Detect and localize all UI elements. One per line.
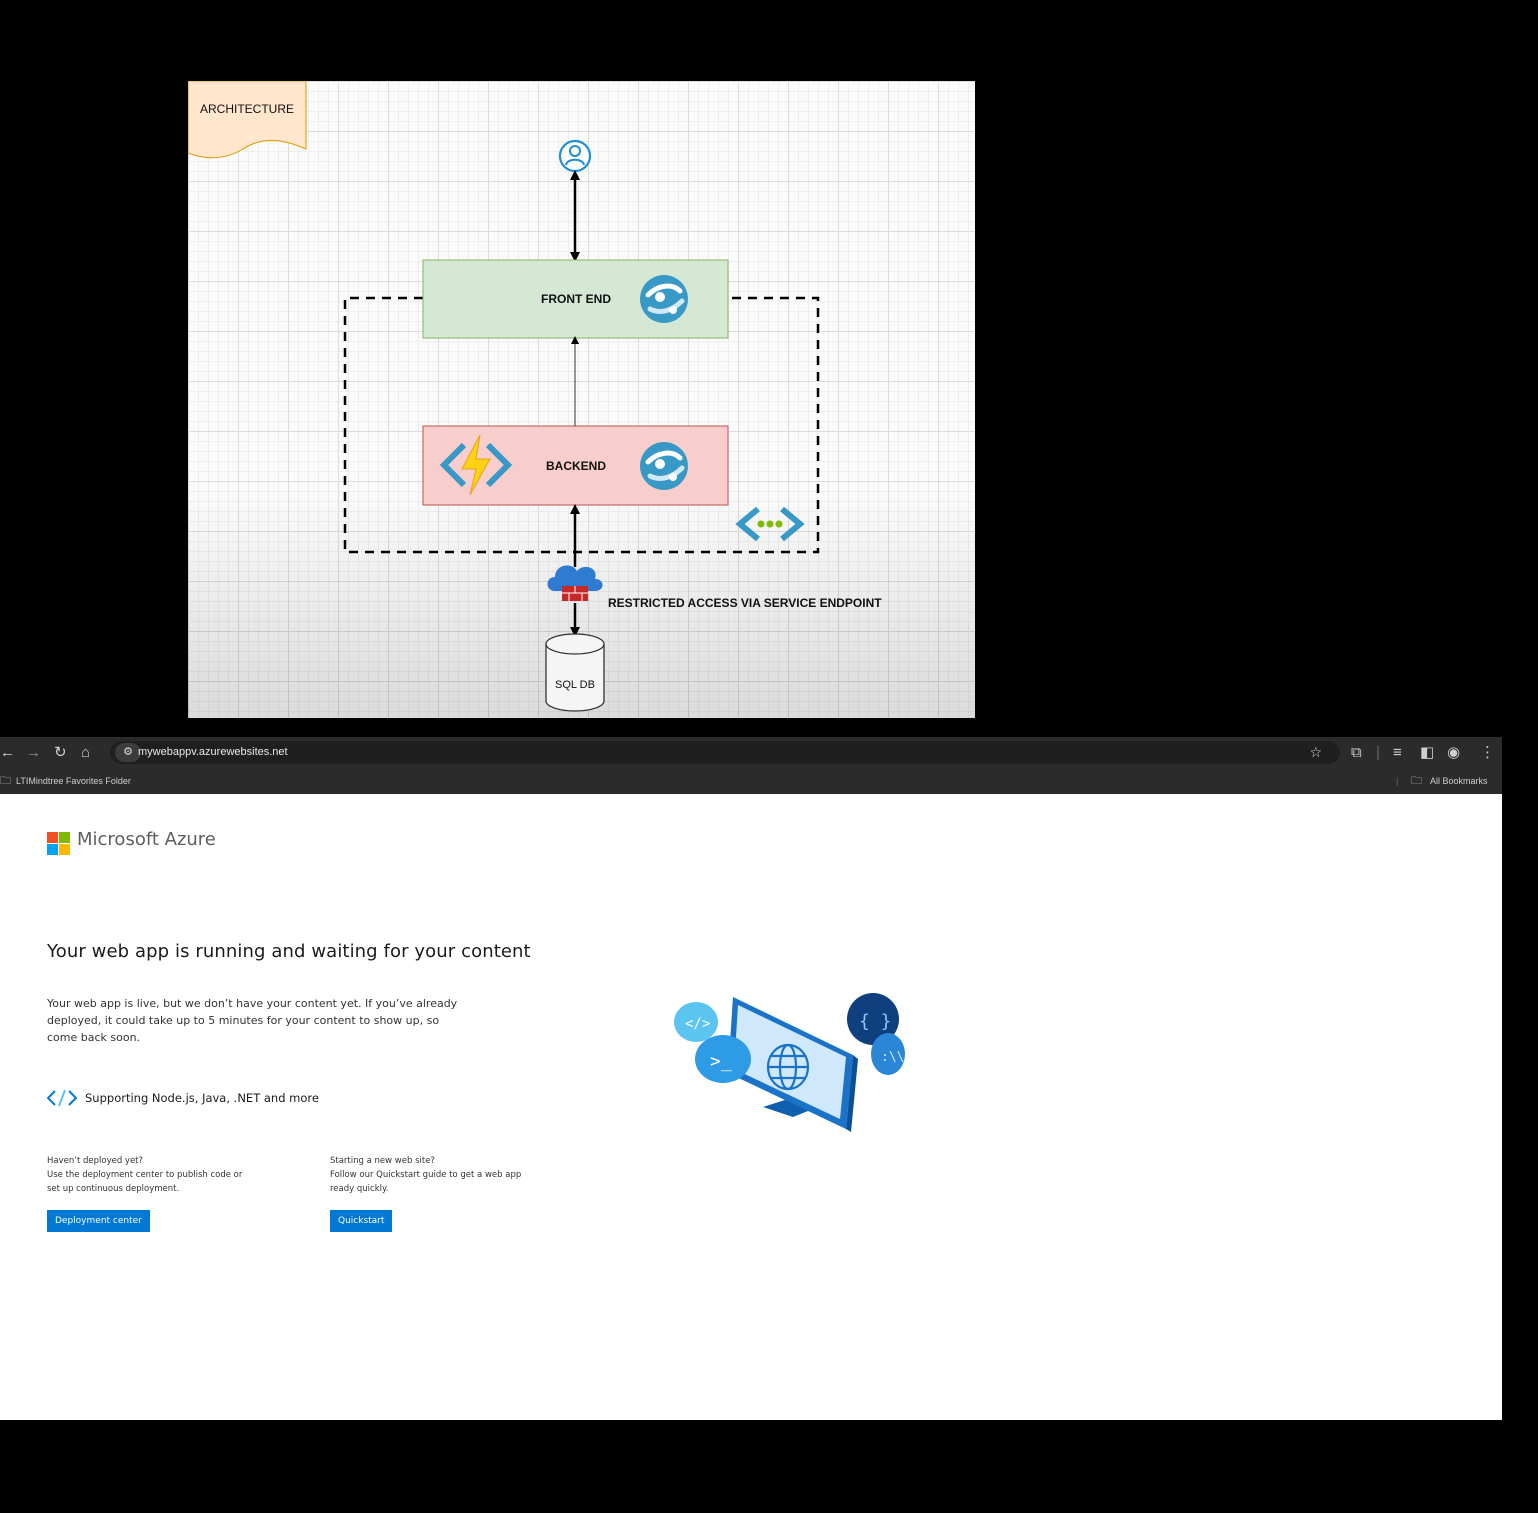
left-col-line1: Haven’t deployed yet?	[47, 1156, 144, 1166]
function-app-icon	[439, 434, 513, 496]
app-service-icon-frontend	[640, 275, 688, 323]
quickstart-button[interactable]: Quickstart	[330, 1210, 393, 1232]
left-col-line2: Use the deployment center to publish cod…	[47, 1170, 243, 1180]
forward-icon[interactable]: →	[26, 744, 41, 761]
page-description: Your web app is live, but we don’t have …	[47, 997, 458, 1044]
svg-text::\\: :\\	[881, 1050, 904, 1065]
code-brackets-icon	[47, 1089, 77, 1107]
all-bookmarks[interactable]: All Bookmarks	[1430, 776, 1488, 786]
back-icon[interactable]: ←	[0, 744, 15, 761]
vnet-icon	[735, 506, 805, 542]
page-headline: Your web app is running and waiting for …	[47, 941, 531, 962]
endpoint-label: RESTRICTED ACCESS VIA SERVICE ENDPOINT	[608, 596, 882, 610]
sql-db-cylinder	[545, 633, 605, 712]
monitor-illustration-icon: </> >_ { } :\\	[674, 993, 905, 1132]
side-panel-icon[interactable]: ◧	[1420, 744, 1435, 761]
left-column: Haven’t deployed yet? Use the deployment…	[47, 1154, 242, 1196]
toolbar-divider: |	[1376, 744, 1380, 761]
right-col-line1: Starting a new web site?	[330, 1156, 435, 1166]
reload-icon[interactable]: ↻	[54, 744, 67, 761]
bookmark-star-icon[interactable]: ☆	[1309, 744, 1322, 760]
bookmarks-bar: 🗀 LTIMindtree Favorites Folder | 🗀 All B…	[0, 768, 1502, 795]
architecture-diagram: ARCHITECTURE FRONT END BACKEND RESTRICTE…	[188, 81, 975, 718]
browser-window: ← → ↻ ⌂ ⚙ mywebappv.azurewebsites.net ☆ …	[0, 737, 1502, 1420]
home-icon[interactable]: ⌂	[81, 744, 91, 761]
site-info-icon[interactable]: ⚙	[115, 743, 141, 762]
menu-icon[interactable]: ⋮	[1480, 744, 1495, 761]
backend-label: BACKEND	[546, 459, 606, 473]
architecture-note	[188, 81, 307, 159]
right-col-line2: Follow our Quickstart guide to get a web…	[330, 1170, 522, 1180]
svg-text:</>: </>	[685, 1016, 710, 1032]
right-col-line3: ready quickly.	[330, 1184, 389, 1194]
vnet-boundary	[343, 296, 820, 554]
front-end-label: FRONT END	[541, 292, 611, 306]
diagram-canvas	[188, 81, 820, 712]
reading-list-icon[interactable]: ≡	[1393, 744, 1402, 761]
app-service-icon-backend	[640, 442, 688, 490]
user-icon	[558, 139, 592, 173]
right-column: Starting a new web site? Follow our Quic…	[330, 1154, 521, 1196]
brand-name: Microsoft Azure	[77, 829, 216, 850]
sql-db-label: SQL DB	[555, 679, 595, 691]
browser-toolbar: ← → ↻ ⌂ ⚙ mywebappv.azurewebsites.net ☆ …	[0, 737, 1502, 768]
url-text[interactable]: mywebappv.azurewebsites.net	[138, 746, 288, 758]
extensions-icon[interactable]: ⧉	[1351, 744, 1362, 761]
architecture-label: ARCHITECTURE	[200, 102, 295, 116]
bookmarks-divider: |	[1396, 776, 1399, 786]
svg-text:>_: >_	[710, 1051, 732, 1072]
firewall-cloud-icon	[547, 565, 603, 601]
folder-icon: 🗀	[0, 775, 11, 787]
address-bar[interactable]: ⚙ mywebappv.azurewebsites.net ☆	[110, 741, 1340, 764]
deployment-center-button[interactable]: Deployment center	[47, 1210, 150, 1232]
bookmark-folder[interactable]: LTIMindtree Favorites Folder	[16, 776, 131, 786]
all-bookmarks-folder-icon: 🗀	[1411, 775, 1422, 787]
support-text: Supporting Node.js, Java, .NET and more	[85, 1091, 319, 1105]
azure-default-page: Microsoft Azure Your web app is running …	[0, 794, 1502, 1420]
left-col-line3: set up continuous deployment.	[47, 1184, 180, 1194]
svg-text:{ }: { }	[859, 1011, 892, 1032]
profile-avatar-icon[interactable]: ◉	[1447, 744, 1461, 761]
